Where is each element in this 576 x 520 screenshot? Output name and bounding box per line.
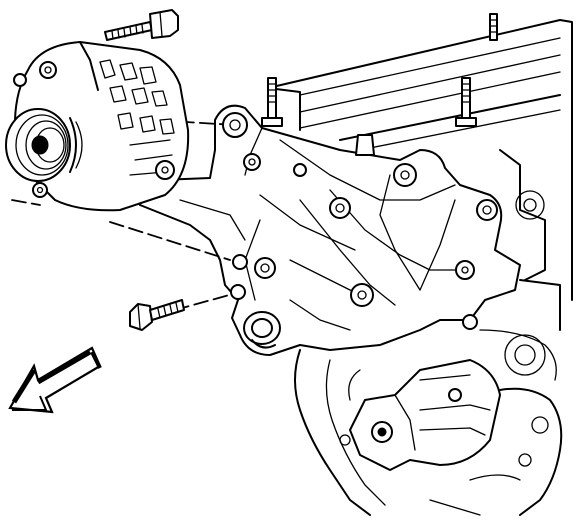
stud (455, 77, 477, 127)
arrow-icon (8, 346, 102, 414)
upper-bolt (104, 9, 179, 41)
alternator (5, 41, 190, 212)
water-pump (339, 359, 501, 471)
engine-block (267, 19, 573, 516)
alignment-line (11, 199, 231, 261)
alternator-bracket (134, 104, 521, 356)
stud (261, 77, 283, 127)
stud (489, 13, 498, 41)
lower-bolt (129, 299, 185, 331)
alignment-line (174, 291, 241, 311)
